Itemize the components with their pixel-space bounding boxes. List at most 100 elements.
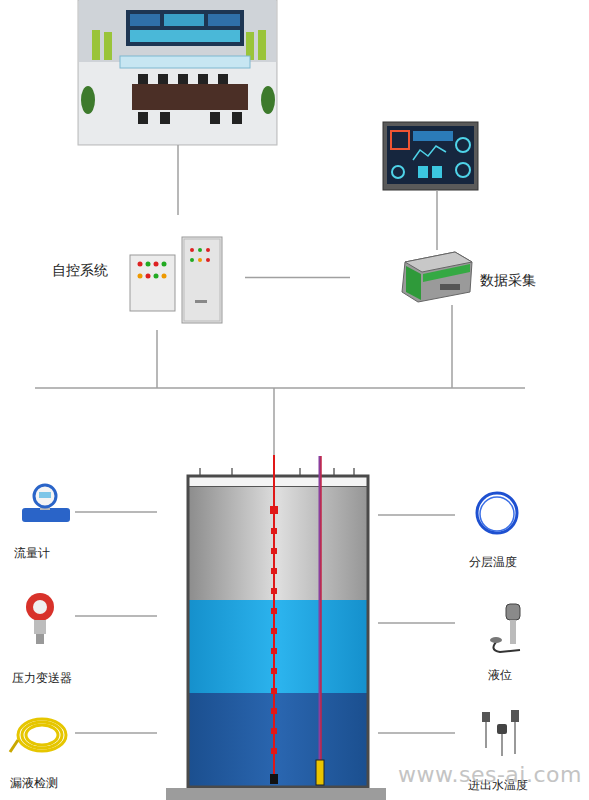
control-cabinet-part — [162, 274, 167, 279]
control-room-photo-part — [210, 112, 220, 124]
node-label: 数据采集 — [480, 271, 536, 289]
control-cabinet-part — [184, 239, 220, 321]
wire-part — [378, 622, 455, 624]
node-label: 自控系统 — [52, 261, 108, 279]
control-room-photo-part — [138, 74, 148, 84]
temperature-sensor-string-part — [271, 648, 277, 654]
wire-part — [177, 145, 179, 215]
control-room-photo-part — [79, 0, 276, 62]
level-meter-icon-part — [506, 604, 520, 620]
data-acquisition-unit-part — [423, 264, 470, 282]
pressure-transmitter-icon-part — [36, 634, 44, 644]
control-cabinet-part — [154, 262, 159, 267]
data-acquisition-unit — [402, 252, 472, 302]
monitor-screen — [383, 122, 478, 190]
pressure-transmitter-icon-part — [26, 593, 54, 621]
pressure-transmitter-icon-part — [34, 620, 46, 634]
wire-part — [75, 615, 157, 617]
layered-temperature-cable-icon-part — [477, 493, 517, 533]
control-cabinet-part — [190, 248, 194, 252]
control-cabinet-part — [195, 300, 207, 303]
layered-temperature-cable-icon — [477, 493, 517, 533]
leak-detection-cable-icon-part — [18, 719, 66, 751]
level-probe-part — [321, 456, 322, 762]
temperature-sensor-string-part — [271, 548, 277, 554]
storage-tank — [166, 468, 386, 800]
instrument-node: 数据采集 — [350, 245, 550, 310]
instrument-node: 分层温度 — [465, 490, 535, 570]
monitor-screen-part — [456, 138, 470, 152]
control-room-photo-part — [198, 74, 208, 84]
control-room-photo-part — [78, 0, 277, 145]
level-probe-part — [319, 456, 322, 762]
wire-part — [436, 190, 438, 250]
layered-temperature-cable-icon-part — [480, 497, 514, 531]
temperature-sensor-string-part — [271, 728, 277, 734]
flowmeter-icon-part — [22, 508, 70, 522]
water-temperature-sensor-icon — [482, 710, 519, 756]
temperature-sensor-string-part — [271, 608, 277, 614]
wire-part — [378, 514, 455, 516]
monitor-screen-part — [413, 146, 446, 160]
control-room-photo-part — [81, 86, 95, 114]
monitor-screen-part — [387, 126, 474, 184]
water-temperature-sensor-icon-part — [514, 722, 516, 754]
pressure-transmitter-icon-part — [33, 600, 47, 614]
control-room-photo-part — [130, 14, 160, 26]
node-label: 液位 — [488, 667, 512, 683]
control-room-photo-part — [218, 74, 228, 84]
control-cabinet-part — [146, 262, 151, 267]
monitor-screen-part — [456, 163, 470, 177]
level-meter-icon-part — [490, 637, 502, 643]
leak-detection-cable-icon — [10, 719, 66, 752]
temperature-sensor-string-part — [271, 588, 277, 594]
leak-detection-cable-icon-part — [26, 725, 58, 745]
node-label: 漏液检测 — [10, 775, 58, 791]
instrument-node: 漏液检测 — [8, 710, 70, 792]
data-acquisition-unit-part — [402, 252, 472, 302]
storage-tank-part — [188, 476, 368, 787]
water-temperature-sensor-icon-part — [482, 712, 490, 722]
control-room-photo-part — [232, 112, 242, 124]
data-acquisition-unit-part — [406, 266, 421, 300]
control-room-photo-part — [178, 74, 188, 84]
control-room-photo-part — [258, 30, 266, 60]
level-meter-icon-part — [510, 620, 516, 644]
water-temperature-sensor-icon-part — [501, 734, 503, 756]
connector-line — [245, 277, 350, 279]
monitor-screen-part — [432, 166, 442, 178]
flowmeter-icon — [22, 485, 70, 522]
temperature-sensor-string — [270, 455, 278, 784]
level-probe-part — [316, 760, 324, 785]
wire-part — [75, 732, 157, 734]
node-label: 流量计 — [14, 545, 50, 561]
storage-tank-part — [188, 600, 368, 693]
temperature-sensor-string-part — [270, 506, 278, 514]
monitor-screen-part — [383, 122, 478, 190]
wire — [35, 145, 525, 733]
level-meter-icon — [490, 604, 520, 652]
storage-tank-part — [188, 476, 368, 487]
leak-detection-cable-icon-part — [22, 722, 62, 748]
control-room-photo-part — [104, 32, 112, 60]
control-room-photo-part — [126, 10, 244, 46]
control-cabinet-part — [206, 258, 210, 262]
control-cabinet-part — [130, 255, 175, 311]
control-cabinet-part — [154, 274, 159, 279]
wire-part — [35, 387, 525, 389]
control-room-photo-part — [158, 74, 168, 84]
control-cabinet-part — [138, 262, 143, 267]
instrument-node: 液位 — [470, 600, 530, 684]
control-cabinet-part — [198, 258, 202, 262]
temperature-sensor-string-part — [271, 568, 277, 574]
node-label: 压力变送器 — [12, 670, 72, 686]
storage-tank-part — [188, 693, 368, 786]
control-room-photo-part — [160, 112, 170, 124]
monitor-screen-part — [392, 166, 404, 178]
control-cabinet-part — [190, 258, 194, 262]
instrument-node: 流量计 — [10, 485, 72, 565]
control-cabinet — [130, 237, 222, 323]
temperature-sensor-string-part — [271, 708, 277, 714]
storage-tank-part — [188, 487, 368, 600]
control-room-photo-part — [261, 86, 275, 114]
